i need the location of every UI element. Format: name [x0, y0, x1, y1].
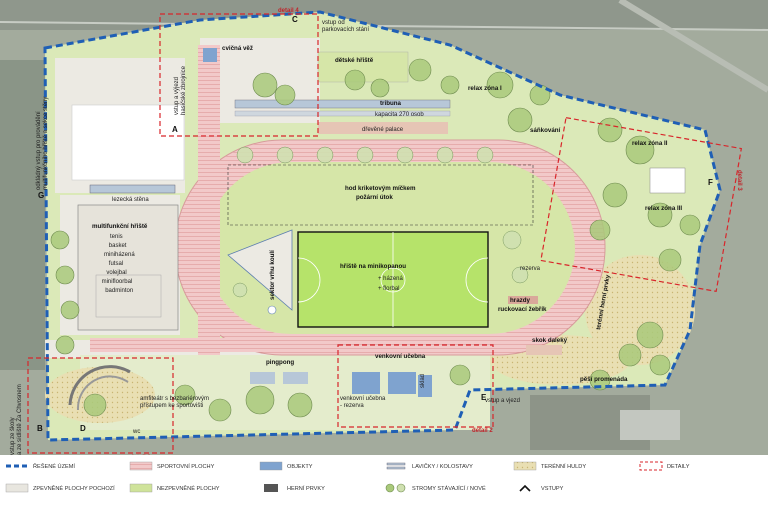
label-pozarni-utok: požární útok — [356, 194, 393, 201]
relax-shelter — [649, 167, 686, 194]
detail-4-box — [159, 13, 319, 137]
label-multi-sport: basket — [109, 243, 127, 249]
entry-marker-b: B — [37, 424, 43, 433]
entry-marker-f: F — [708, 178, 713, 187]
label-tribuna: tribuna — [380, 100, 402, 107]
label-odkladny-vstup: odkládný vstup pro prováděnímultifunkční… — [36, 97, 49, 190]
label-vstup-a-vjezd: vstup a vjezd — [485, 398, 520, 404]
label-pesi-promenada: pěší promenáda — [580, 376, 628, 383]
detail-3-box — [540, 116, 743, 293]
label-hrazdy: hrazdy — [510, 297, 531, 304]
site-boundary — [43, 10, 722, 442]
aerial-street — [618, 0, 768, 93]
label-venkovni-ucebna: venkovní učebna — [375, 353, 426, 360]
label-rezerva: rezerva — [520, 266, 541, 272]
storage-object — [418, 375, 432, 397]
entry-marker-d: D — [80, 424, 86, 433]
legend-swatch-sport — [129, 461, 153, 471]
legend-label-entries: VSTUPY — [541, 486, 564, 492]
legend-label-objects: OBJEKTY — [287, 464, 313, 470]
outdoor-classroom-object — [352, 372, 380, 394]
legend-swatch-unpaved — [129, 483, 153, 493]
tribune — [234, 99, 451, 109]
legend-label-benches: LAVIČKY / KOLOSTAVY — [412, 463, 473, 470]
entry-marker-e: E — [481, 393, 487, 402]
entry-marker-a: A — [172, 125, 178, 134]
label-vstup-tesnbrazy: vstup ze školya ze sídliště Za Chvosnem — [10, 384, 23, 455]
label-multifunkcni: multifunkční hřiště — [92, 223, 148, 230]
long-jump-pit — [526, 345, 562, 355]
legend-swatch-benches — [386, 462, 406, 470]
trees — [50, 58, 701, 422]
legend-swatch-play — [264, 484, 278, 492]
legend-swatch-entries — [519, 484, 531, 492]
entry-marker-c: C — [292, 15, 298, 24]
legend-label-terrain: TERÉNNÍ HULDY — [541, 463, 586, 470]
legend-label-details: DETAILY — [667, 464, 690, 470]
new-trees — [232, 146, 529, 298]
sprint-lane — [198, 45, 220, 355]
label-multi-sport: minifloorbal — [102, 279, 133, 285]
label-relax-zona-1: relax zóna I — [468, 85, 502, 92]
label-sektor-vrhu: sektor vrhu koulí — [269, 250, 276, 300]
legend-swatch-details — [639, 461, 663, 471]
legend-swatch-paved — [5, 483, 29, 493]
label-vstup-a-vyjezd: vstup a výjezdhasičské zbrojnice — [174, 65, 187, 115]
detail-1-box — [27, 357, 174, 454]
entry-marker-g: G — [38, 191, 44, 200]
label-relax-zona-3: relax zóna III — [645, 205, 682, 212]
label-lezecka-stena: lezecká stěna — [112, 197, 149, 203]
label-venkovni-ucebna-rezerva: venkovní učebna- rezerva — [340, 396, 386, 409]
label-drevene-palace: dřevěné palace — [362, 127, 404, 133]
legend-swatch-objects — [259, 461, 283, 471]
label-hriste-minikopana: hřiště na minikopanou — [340, 263, 406, 270]
bars — [508, 296, 538, 304]
legend-swatch-terrain — [513, 461, 537, 471]
label-detail-2: detail 2 — [472, 428, 493, 434]
legend-label-unpaved: NEZPEVNĚNÉ PLOCHY — [157, 484, 220, 492]
label-sankovani: sáňkování — [530, 127, 561, 134]
label-multi-sport: miniházená — [104, 252, 135, 258]
legend-label-paved: ZPEVNĚNÉ PLOCHY POCHOZÍ — [33, 484, 115, 492]
label-detail-4: detail 4 — [278, 8, 299, 14]
building-school — [71, 104, 185, 181]
shot-put-sector — [227, 229, 293, 311]
label-relax-zona-2: relax zóna II — [632, 140, 668, 147]
label-skok-daleky: skok daleký — [532, 337, 568, 344]
label-hazena: + házená — [378, 276, 404, 282]
label-multi-sport: tenis — [110, 234, 123, 240]
legend-swatch-trees — [385, 483, 406, 493]
label-sklad: sklad — [420, 374, 426, 388]
detail-2-box — [337, 344, 494, 428]
legend-label-trees: STROMY STÁVAJÍCÍ / NOVÉ — [412, 485, 486, 492]
legend-label-sport: SPORTOVNÍ PLOCHY — [157, 463, 215, 470]
label-cvicna-vez: cvičná věž — [222, 45, 253, 52]
label-multi-sport: badminton — [105, 288, 133, 294]
label-wc: wc — [132, 429, 140, 435]
south-lane — [90, 338, 490, 352]
wooden-pallets — [318, 122, 448, 134]
label-multi-sport: volejbal — [106, 270, 126, 276]
label-rutkovaci-zebrik: ruckovací žebřík — [498, 306, 547, 313]
legend-label-play: HERNÍ PRVKY — [287, 485, 325, 492]
multifunction-court — [77, 204, 179, 331]
legend-panel — [0, 455, 768, 515]
label-multi-sport: futsal — [109, 261, 123, 267]
label-florbal: + florbal — [378, 286, 400, 292]
label-hod-kriketovym: hod kriketovým míčkem — [345, 185, 416, 192]
label-detske-hriste: dětské hřiště — [335, 57, 374, 64]
label-detail-3: detail 3 — [736, 170, 742, 191]
label-pingpong: pingpong — [266, 359, 294, 366]
label-tribuna-kapacita: kapacita 270 osob — [375, 112, 424, 118]
legend-label-boundary: ŘEŠENÉ ÚZEMÍ — [33, 462, 75, 470]
climbing-wall — [89, 184, 176, 194]
training-tower — [203, 48, 217, 62]
cricket-throw-area — [227, 164, 534, 226]
